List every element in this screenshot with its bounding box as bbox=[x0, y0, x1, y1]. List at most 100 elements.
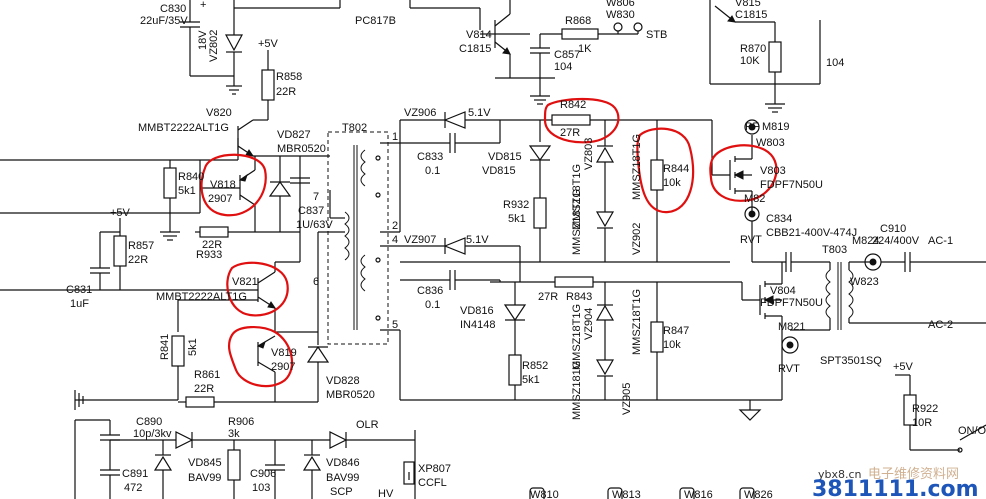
label-r858-val: 22R bbox=[276, 86, 296, 98]
label-r841: R841 bbox=[159, 334, 171, 360]
label-mbr-b: MBR0520 bbox=[326, 389, 375, 401]
label-r933: R933 bbox=[196, 249, 222, 261]
label-vz907: VZ907 bbox=[404, 234, 436, 246]
highlight-r844 bbox=[636, 127, 695, 214]
label-r922-val: 10R bbox=[912, 417, 932, 429]
label-n2: 2 bbox=[392, 220, 398, 232]
label-vz905: VZ905 bbox=[621, 383, 633, 415]
label-ccfl: CCFL bbox=[418, 477, 447, 489]
label-mmbt-a: MMBT2222ALT1G bbox=[138, 122, 229, 134]
label-mmsz-f: MMSZ181G bbox=[571, 361, 583, 420]
highlight-v819 bbox=[227, 326, 294, 388]
label-v804: V804 bbox=[770, 285, 796, 297]
label-c833: C833 bbox=[417, 151, 443, 163]
label-r847: R847 bbox=[663, 325, 689, 337]
label-vz906: VZ906 bbox=[404, 107, 436, 119]
label-n6: 6 bbox=[313, 276, 319, 288]
label-vz803: VZ803 bbox=[583, 138, 595, 170]
output-block bbox=[752, 252, 986, 453]
label-in4148: IN4148 bbox=[460, 319, 495, 331]
label-c833-val: 0.1 bbox=[425, 165, 440, 177]
label-c910: C910 bbox=[880, 223, 906, 235]
label-vd845: VD845 bbox=[188, 457, 222, 469]
label-r852: R852 bbox=[522, 360, 548, 372]
label-fdpf-a: FDPF7N50U bbox=[760, 179, 823, 191]
label-mbr-a: MBR0520 bbox=[277, 143, 326, 155]
label-r840: R840 bbox=[178, 171, 204, 183]
label-v819-val: 2907 bbox=[271, 361, 295, 373]
label-rvt-b: RVT bbox=[778, 363, 800, 375]
label-pc817b: PC817B bbox=[355, 15, 396, 27]
label-c831: C831 bbox=[66, 284, 92, 296]
label-vd816: VD816 bbox=[460, 305, 494, 317]
label-scp: SCP bbox=[330, 486, 353, 498]
label-vd815-a: VD815 bbox=[488, 151, 522, 163]
protection-block bbox=[74, 419, 416, 499]
label-w816: W816 bbox=[684, 489, 713, 499]
bottom-connectors bbox=[529, 487, 755, 499]
label-r870-val: 10K bbox=[740, 55, 760, 67]
label-v818: V818 bbox=[210, 179, 236, 191]
label-r933-val: 22R bbox=[202, 239, 222, 251]
label-r844-val: 10k bbox=[663, 177, 681, 189]
label-n4: 4 bbox=[392, 234, 398, 246]
label-c857-val: 104 bbox=[554, 61, 572, 73]
label-r843-val: 27R bbox=[538, 291, 558, 303]
label-n7: 7 bbox=[313, 191, 319, 203]
highlight-v821 bbox=[226, 261, 289, 317]
label-n5: 5 bbox=[392, 319, 398, 331]
label-r857-val: 22R bbox=[128, 254, 148, 266]
label-c830: C830 bbox=[160, 3, 186, 15]
label-c890: C890 bbox=[136, 416, 162, 428]
label-v51-b: 5.1V bbox=[466, 234, 489, 246]
label-xp807: XP807 bbox=[418, 463, 451, 475]
label-c837: C837 bbox=[298, 205, 324, 217]
label-w830: W830 bbox=[606, 9, 635, 21]
component-labels: C830 22uF/35V 18V VZ802 PC817B V814 C181… bbox=[66, 0, 986, 499]
label-r932: R932 bbox=[503, 199, 529, 211]
label-v400: 224/400V bbox=[872, 235, 920, 247]
label-r852-val: 5k1 bbox=[522, 374, 540, 386]
watermark-site-cn: 电子维修资料网 bbox=[868, 467, 959, 482]
highlight-v803 bbox=[709, 144, 778, 202]
label-fdpf-b: FDPF7N50U bbox=[760, 297, 823, 309]
label-mmsz-b: MMSZ18T1G bbox=[571, 164, 583, 230]
label-r840-val: 5k1 bbox=[178, 185, 196, 197]
label-m821: M821 bbox=[778, 321, 806, 333]
label-m82: M82 bbox=[744, 193, 765, 205]
label-vz802-v: 18V bbox=[197, 30, 209, 50]
watermark-ybx8: ybx8.cn bbox=[818, 468, 862, 481]
label-r906-val: 3k bbox=[228, 428, 240, 440]
label-vz904: VZ904 bbox=[583, 308, 595, 340]
label-plus5v-a: +5V bbox=[258, 38, 279, 50]
label-104: 104 bbox=[826, 57, 844, 69]
label-w806: W806 bbox=[606, 0, 635, 9]
label-m824: M824 bbox=[852, 235, 880, 247]
label-r842: R842 bbox=[560, 99, 586, 111]
highlight-annotations bbox=[200, 97, 778, 388]
label-c836: C836 bbox=[417, 285, 443, 297]
label-c891-val: 472 bbox=[124, 482, 142, 494]
label-r847-val: 10k bbox=[663, 339, 681, 351]
label-v815: V815 bbox=[735, 0, 761, 9]
label-c1815-b: C1815 bbox=[735, 9, 767, 21]
label-ac2: AC-2 bbox=[928, 319, 953, 331]
label-hv: HV bbox=[378, 488, 394, 499]
label-c890-val: 10p/3kv bbox=[133, 428, 172, 440]
upper-gate-block bbox=[399, 111, 760, 263]
label-w803: W803 bbox=[756, 137, 785, 149]
label-vd846: VD846 bbox=[326, 457, 360, 469]
label-mmsz-c: MMSZ18T1G bbox=[571, 189, 583, 255]
label-vz902: VZ902 bbox=[631, 223, 643, 255]
label-n1: 1 bbox=[392, 131, 398, 143]
label-r841-val: 5k1 bbox=[187, 338, 199, 356]
label-w813: W813 bbox=[612, 489, 641, 499]
label-r861: R861 bbox=[194, 369, 220, 381]
label-c834: C834 bbox=[766, 213, 792, 225]
label-v819: V819 bbox=[271, 347, 297, 359]
label-spt: SPT3501SQ bbox=[820, 355, 882, 367]
label-v803: V803 bbox=[760, 165, 786, 177]
c830-plus: + bbox=[200, 0, 206, 11]
label-r858: R858 bbox=[276, 71, 302, 83]
